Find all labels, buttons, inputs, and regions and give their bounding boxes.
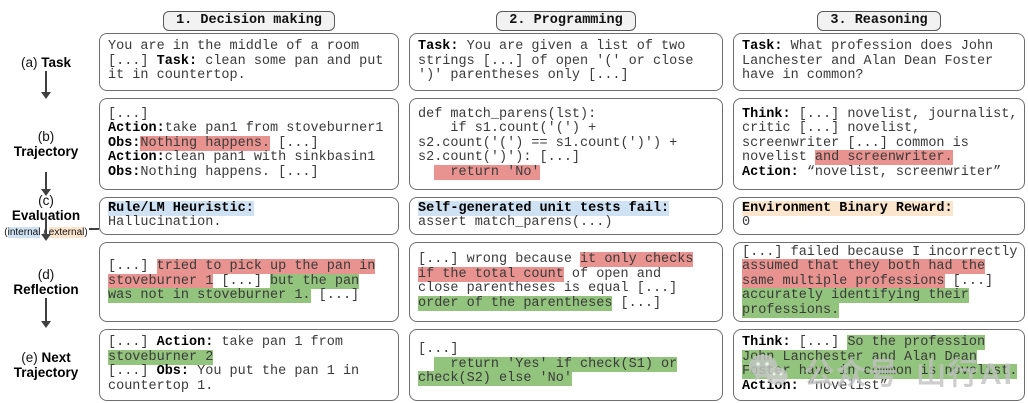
programming-trajectory-box: def match_parens(lst): if s1.count('(') … [409,98,723,190]
decision-task-box: You are in the middle of a room[...] Tas… [99,33,399,91]
reasoning-evaluation-box: Environment Binary Reward:0 [733,197,1025,235]
tab-programming: 2. Programming [496,11,636,31]
figure-grid: 1. Decision making 2. Programming 3. Rea… [3,4,1025,401]
connector-line [89,228,99,230]
down-arrow-icon [45,71,47,93]
decision-evaluation-box: Rule/LM Heuristic:Hallucination. [99,197,399,235]
down-arrow-icon [45,298,47,322]
label-task: (a) Task [20,54,72,70]
tab-reasoning: 3. Reasoning [817,11,941,31]
down-arrow-icon [45,215,47,235]
down-arrow-icon [45,172,47,190]
reasoning-trajectory-box: Think: [...] novelist, journalist,critic… [733,98,1025,190]
tab-decision-making: 1. Decision making [163,11,335,31]
programming-evaluation-box: Self-generated unit tests fail:assert ma… [409,197,723,235]
label-trajectory: (b)Trajectory [3,71,89,190]
label-reflection: (d)Reflection [3,215,89,322]
